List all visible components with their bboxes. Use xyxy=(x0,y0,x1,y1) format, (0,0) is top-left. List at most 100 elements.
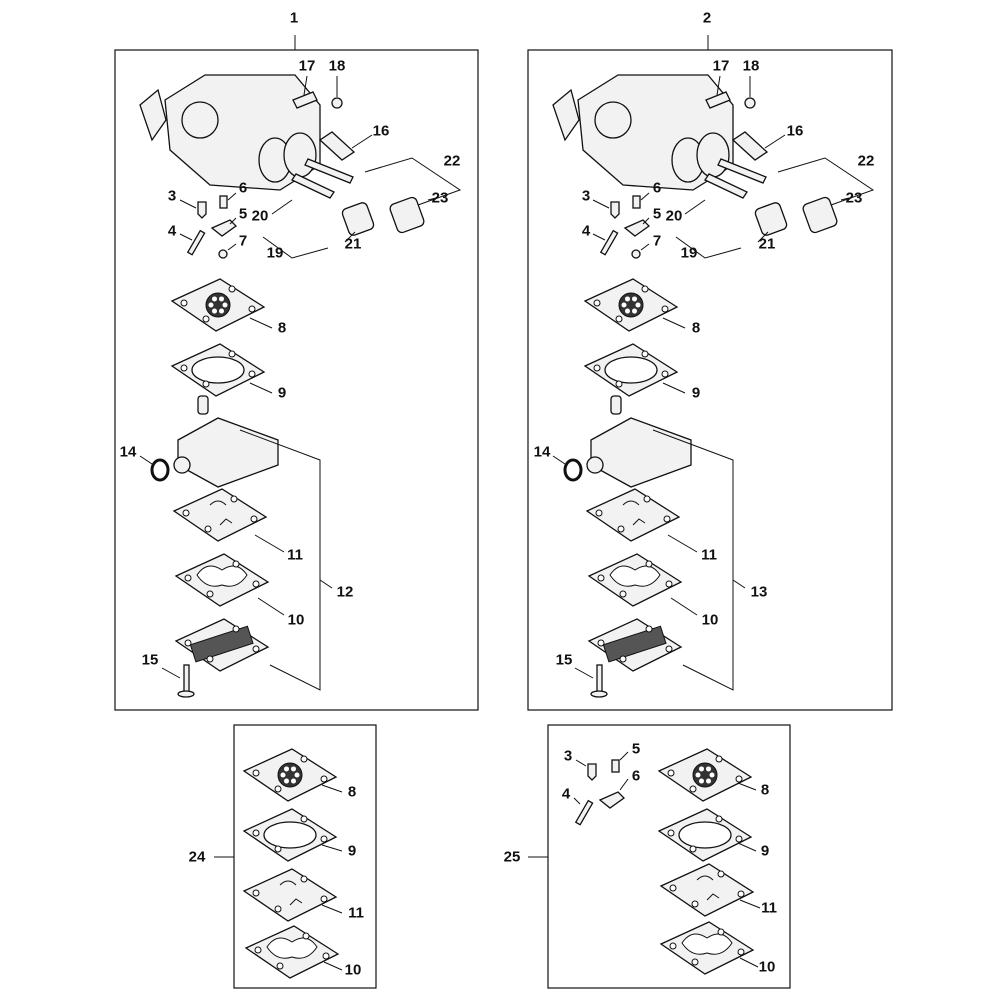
callout-label: 11 xyxy=(287,546,303,564)
gasket-bolt-hole xyxy=(735,835,743,843)
callout-label: 11 xyxy=(348,904,364,922)
callout-label: 10 xyxy=(701,611,719,629)
assembly-number: 2 xyxy=(702,9,712,27)
pump-cover xyxy=(590,417,692,488)
gasket-10-bolt-hole xyxy=(252,580,260,588)
callout-label: 8 xyxy=(691,319,701,337)
valve-plate-bolt-hole xyxy=(252,889,260,897)
leader-line xyxy=(321,844,343,852)
metering-cover-bolt-hole xyxy=(252,645,260,653)
nut-part-18 xyxy=(331,97,343,109)
pump-diaphragm-8-hole xyxy=(219,296,224,302)
pump-diaphragm-hole xyxy=(699,766,704,772)
callout-label: 20 xyxy=(665,207,683,225)
pump-diaphragm-bolt-hole xyxy=(667,769,675,777)
callout-label: 4 xyxy=(561,785,571,803)
callout-label: 9 xyxy=(347,842,357,860)
gasket-9-ring xyxy=(191,356,245,384)
pump-diaphragm-8-diaphragm xyxy=(618,292,644,318)
gasket-9-bolt-hole xyxy=(180,364,188,372)
gasket-10-bolt-hole xyxy=(184,574,192,582)
callout-label: 7 xyxy=(238,232,248,250)
shaft-4 xyxy=(599,229,619,256)
gasket-cutout xyxy=(681,933,733,955)
callout-label: 17 xyxy=(712,57,730,75)
gasket-10-bolt-hole xyxy=(206,590,214,598)
valve-plate-bolt-hole xyxy=(320,895,328,903)
leader-line xyxy=(321,904,343,914)
callout-label: 9 xyxy=(277,384,287,402)
valve-plate-11-bolt-hole xyxy=(204,525,212,533)
leader-line xyxy=(319,579,333,589)
gasket-ring xyxy=(678,821,732,849)
callout-label: 23 xyxy=(431,189,449,207)
leader-line xyxy=(739,899,761,909)
gasket-bolt-hole xyxy=(322,952,330,960)
kit-number: 25 xyxy=(503,848,521,866)
leader-line xyxy=(684,199,706,215)
callout-label: 9 xyxy=(691,384,701,402)
assembly-number: 1 xyxy=(289,9,299,27)
metering-cover-bolt-hole xyxy=(184,639,192,647)
pump-diaphragm-hole xyxy=(294,772,300,778)
lever-part-17 xyxy=(705,91,731,109)
callout-label: 10 xyxy=(758,958,776,976)
spring-6 xyxy=(219,195,228,209)
o-ring-14 xyxy=(150,458,170,482)
leader-line xyxy=(179,199,197,209)
leader-line xyxy=(662,382,686,394)
leader-line xyxy=(552,455,566,465)
callout-label: 8 xyxy=(277,319,287,337)
spring-6 xyxy=(632,195,641,209)
screw xyxy=(197,395,209,415)
needle-3 xyxy=(587,763,597,781)
gasket-cutout xyxy=(266,937,318,959)
pump-diaphragm-8-bolt-hole xyxy=(202,315,210,323)
screw xyxy=(610,395,622,415)
metering-lever-6 xyxy=(598,791,626,809)
pump-diaphragm-8-hole xyxy=(219,308,224,314)
pump-diaphragm-8-bolt-hole xyxy=(248,305,256,313)
leader-line xyxy=(427,197,437,201)
pump-diaphragm-hole xyxy=(706,766,711,772)
adjusting-screw-20 xyxy=(291,173,335,199)
bracket-22 xyxy=(364,157,462,206)
limiter-cap-21 xyxy=(754,202,788,236)
valve-plate-11-flaps xyxy=(209,500,233,526)
throttle-shaft xyxy=(594,101,632,139)
pump-diaphragm-hole xyxy=(695,772,701,778)
gasket-bolt-hole xyxy=(715,815,723,823)
callout-label: 6 xyxy=(631,767,641,785)
callout-label: 3 xyxy=(167,187,177,205)
pump-diaphragm-8-bolt-hole xyxy=(615,315,623,323)
valve-plate-bolt-hole xyxy=(691,900,699,908)
leader-line xyxy=(254,534,285,553)
pump-diaphragm-8-hole xyxy=(212,308,217,314)
assembly-1-frame xyxy=(114,49,479,711)
callout-label: 18 xyxy=(328,57,346,75)
limiter-cap-23 xyxy=(389,196,425,234)
screw-7 xyxy=(631,249,641,259)
metering-cover-bolt-hole xyxy=(232,625,240,633)
leader-line xyxy=(179,233,193,241)
pump-diaphragm-8-hole xyxy=(625,308,630,314)
callout-label: 15 xyxy=(555,651,573,669)
valve-plate-bolt-hole xyxy=(737,890,745,898)
valve-plate-11-flaps xyxy=(622,500,646,526)
pump-diaphragm-hole xyxy=(699,778,704,784)
leader-line xyxy=(716,75,721,96)
callout-label: 13 xyxy=(750,583,768,601)
gasket-9-bolt-hole xyxy=(248,370,256,378)
leader-line xyxy=(592,233,606,241)
leader-line xyxy=(351,134,373,149)
leader-line xyxy=(619,778,629,791)
pump-diaphragm-8-bolt-hole xyxy=(641,285,649,293)
valve-plate-flaps xyxy=(279,880,303,906)
valve-plate xyxy=(659,863,755,917)
pump-diaphragm-8-hole xyxy=(635,302,641,308)
gasket-10-cutout xyxy=(196,565,248,587)
adjusting-screw-16 xyxy=(318,131,356,161)
callout-label: 7 xyxy=(652,232,662,250)
